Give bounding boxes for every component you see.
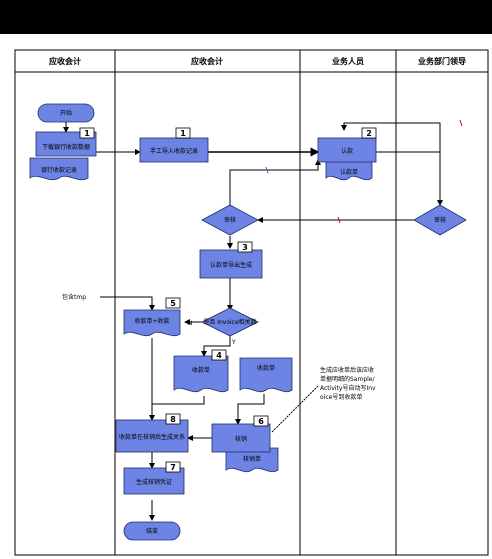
edge-label-n: N [188, 320, 193, 327]
step6-box [211, 423, 271, 453]
badge-8-number: 8 [170, 415, 176, 424]
step1-doc-shape [29, 157, 89, 181]
annotation-box: 生成应收单后该应收单据明细的Sample/Activity号自动写Invoice… [320, 367, 376, 401]
badge-1a [79, 127, 95, 139]
lane-header-2: 应收会计 [191, 56, 223, 66]
acct-review-diamond [201, 204, 259, 236]
badge-3 [237, 241, 253, 253]
step2-label: 认款 [341, 147, 353, 155]
start-terminator [37, 103, 95, 123]
badge-1b-number: 1 [180, 129, 186, 138]
badge-7-number: 7 [170, 463, 176, 472]
badge-6-number: 6 [258, 417, 264, 426]
start-label: 开始 [60, 109, 72, 117]
receipt-doc-label: 收款单 [257, 364, 275, 372]
invoice-decision-diamond [201, 307, 259, 337]
end-terminator [123, 521, 181, 541]
edge-lead-review-back [341, 122, 441, 205]
step2-doc-shape [325, 159, 373, 181]
badge-8 [165, 413, 181, 425]
step3-label: 认款单导出生成 [210, 261, 252, 269]
edge-label-y: Y [231, 339, 236, 346]
edge-step4-step8 [152, 396, 205, 405]
badge-4-number: 4 [216, 351, 222, 360]
edge-step2-lead-review [376, 151, 443, 206]
step2-box [317, 137, 377, 163]
diagram-frame [14, 49, 489, 556]
badge-2-number: 2 [366, 129, 372, 138]
edge-tmp-step5 [100, 296, 155, 311]
step2-doc-label: 认款单 [340, 168, 358, 176]
badge-4 [211, 349, 227, 361]
badge-1a-number: 1 [84, 129, 90, 138]
lane-header-4: 业务部门领导 [418, 56, 466, 66]
edge-annotation-step6 [271, 385, 319, 433]
step6-doc-shape [225, 447, 279, 473]
edge-acct-review-back [229, 159, 321, 205]
lead-review-diamond [413, 204, 467, 236]
lead-review-label: 审核 [434, 216, 446, 224]
badge-2 [361, 127, 377, 139]
step1b-label: 手工导入收款记录 [150, 147, 198, 155]
step1b-box [139, 137, 209, 163]
decision-label: 是否 Invoice相关数 [203, 318, 256, 326]
receipt-doc-shape [239, 357, 293, 393]
step4-doc-shape [173, 355, 229, 393]
step3-box [199, 249, 263, 279]
lane-header-1: 应收会计 [49, 56, 81, 66]
step1-doc-label: 银行收款记录 [41, 166, 77, 174]
step6-doc-label: 核销单 [243, 455, 261, 463]
edge-decision-step4 [201, 336, 231, 357]
title-bar [0, 0, 492, 34]
edge-mark-1 [459, 119, 463, 127]
edge-mark-2 [265, 166, 269, 174]
step6-label: 核销 [235, 435, 247, 443]
edge-mark-3 [337, 216, 341, 224]
acct-review-label: 审核 [224, 216, 236, 224]
step4-label: 收款单 [192, 366, 210, 374]
badge-1b [175, 127, 191, 139]
step1-box [35, 131, 97, 157]
step1-label: 下载银行收款数据 [42, 143, 90, 151]
badge-3-number: 3 [242, 243, 248, 252]
step8-label: 收款单在核销后生成关系 [119, 433, 185, 441]
step5-doc-shape [123, 309, 181, 337]
edge-receipt-step6 [235, 394, 265, 425]
badge-6 [253, 415, 269, 427]
end-label: 结束 [146, 527, 158, 535]
lane-header-3: 业务人员 [332, 56, 364, 66]
badge-7 [165, 461, 181, 473]
annotation-text: 生成应收单后该应收单据明细的Sample/Activity号自动写Invoice… [320, 367, 376, 401]
badge-5-number: 5 [170, 299, 176, 308]
include-tmp-label: 包含tmp [62, 293, 86, 301]
step7-label: 生成核销凭证 [136, 478, 172, 486]
step8-box [115, 419, 189, 453]
badge-5 [165, 297, 181, 309]
step5-label: 收款单+收款 [134, 317, 169, 325]
